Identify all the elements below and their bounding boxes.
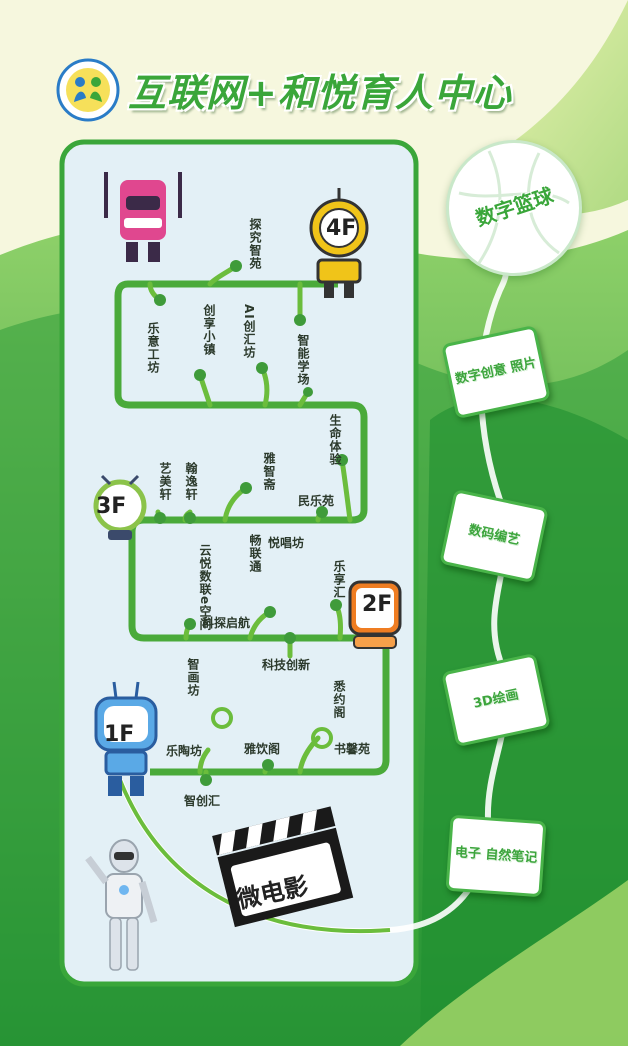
room-label: 科探启航: [202, 616, 251, 630]
floor-1f-label: 1F: [104, 722, 135, 747]
room-label: 乐意工坊: [146, 322, 160, 374]
room-label: 乐享汇: [332, 560, 346, 599]
floor-2f-label: 2F: [362, 592, 393, 617]
room-label: 悉约阁: [332, 680, 346, 719]
robot-pink-icon: [104, 172, 182, 262]
floor-4f-label: 4F: [326, 216, 357, 241]
school-logo: [56, 58, 120, 122]
room-label: 云悦数联e空间: [198, 544, 212, 632]
room-label: 乐陶坊: [166, 744, 203, 758]
room-label: 艺美轩: [158, 462, 172, 501]
clapperboard-icon: [212, 806, 354, 928]
room-label: AI创汇坊: [242, 304, 256, 359]
robot-1f-icon: [94, 681, 158, 796]
card-electronic-nature-notes: 电子 自然笔记: [445, 814, 547, 898]
room-label: 科技创新: [262, 658, 311, 672]
room-label: 翰逸轩: [184, 462, 198, 501]
room-label: 生命体验: [328, 414, 342, 466]
room-label: 雅饮阁: [244, 742, 281, 756]
card-label: 3D绘画: [471, 687, 520, 712]
card-label: 数字创意 照片: [453, 355, 538, 388]
room-label: 悦唱坊: [268, 536, 305, 550]
digital-basketball: 数字篮球: [446, 140, 582, 276]
room-label: 民乐苑: [298, 494, 335, 508]
room-label: 探究智苑: [248, 218, 262, 270]
basketball-icon: [458, 150, 570, 264]
room-label: 畅联通: [248, 534, 262, 573]
robot-3f-icon: [93, 474, 147, 540]
robot-2f-icon: [348, 580, 402, 649]
room-label: 智能学场: [296, 334, 310, 386]
room-label: 智创汇: [184, 794, 221, 808]
room-label: 雅智斋: [262, 452, 276, 491]
room-label: 书馨苑: [334, 742, 371, 756]
humanoid-robot-icon: [85, 839, 158, 971]
room-label: 创享小镇: [202, 304, 216, 356]
room-label: 智画坊: [186, 658, 200, 697]
floor-3f-label: 3F: [96, 494, 127, 519]
poster-title: 互联网+和悦育人中心: [128, 71, 512, 115]
card-label: 数码编艺: [467, 522, 522, 549]
card-label: 电子 自然笔记: [454, 845, 538, 866]
robot-4f-icon: [309, 188, 369, 298]
